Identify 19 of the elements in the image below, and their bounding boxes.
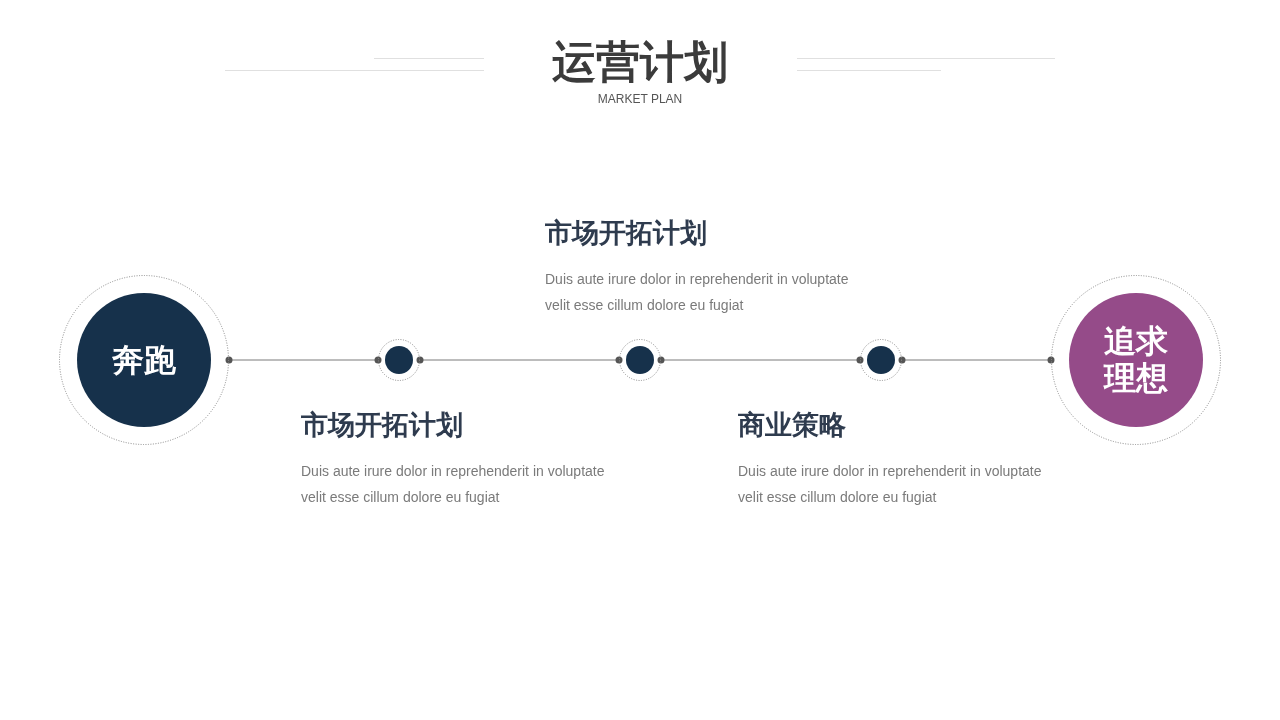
- page-title: 运营计划: [552, 36, 728, 88]
- milestone-circle: [619, 339, 661, 381]
- section-description: Duis aute irure dolor in reprehenderit in voluptate velit esse cillum dolore eu fugiat: [545, 270, 850, 315]
- node-label: 追求理想: [1103, 323, 1169, 397]
- circle-node: [1051, 275, 1221, 445]
- section-description: Duis aute irure dolor in reprehenderit in voluptate velit esse cillum dolore eu fugiat: [301, 462, 606, 507]
- connector-line: [225, 356, 382, 364]
- section-heading: 商业策略: [738, 409, 846, 442]
- page-subtitle: MARKET PLAN: [597, 91, 683, 107]
- section-description: Duis aute irure dolor in reprehenderit in voluptate velit esse cillum dolore eu fugiat: [738, 462, 1043, 507]
- connector-line: [416, 356, 623, 364]
- circle-node: [59, 275, 229, 445]
- section-heading: 市场开拓计划: [545, 217, 707, 250]
- section-heading: 市场开拓计划: [301, 409, 463, 442]
- milestone-circle: [860, 339, 902, 381]
- node-label: 奔跑: [112, 341, 176, 379]
- connector-line: [898, 356, 1055, 364]
- connector-line: [657, 356, 864, 364]
- milestone-circle: [378, 339, 420, 381]
